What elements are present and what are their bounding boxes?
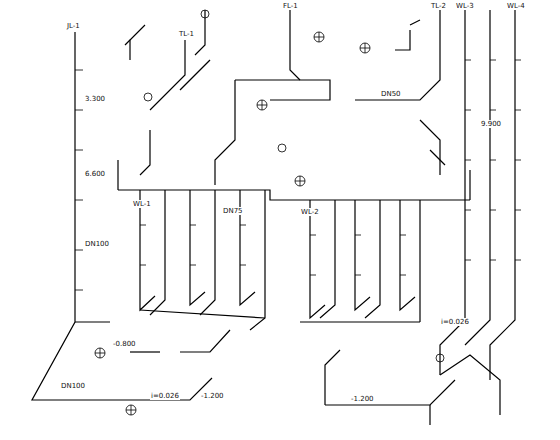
pipe-label: WL-4 xyxy=(506,2,526,10)
pipe-label: WL-2 xyxy=(300,208,320,216)
pipe-label: -1.200 xyxy=(350,395,375,403)
pipe-label: DN50 xyxy=(380,90,402,98)
pipe-label: DN100 xyxy=(60,382,86,390)
pipe-label: 6.600 xyxy=(84,170,106,178)
pipe-label: -1.200 xyxy=(200,392,225,400)
pipe-label: DN100 xyxy=(84,240,110,248)
pipe-label: TL-1 xyxy=(178,30,195,38)
pipe-label: -0.800 xyxy=(112,340,137,348)
pipe-label: TL-2 xyxy=(430,2,447,10)
pipe-label: 3.300 xyxy=(84,95,106,103)
pipe-label: WL-3 xyxy=(455,2,475,10)
cleanout-symbols xyxy=(95,10,444,415)
fixture-ticks xyxy=(75,60,521,290)
pipe-label: DN75 xyxy=(222,207,244,215)
pipe-label: WL-1 xyxy=(132,200,152,208)
pipe-lines xyxy=(32,10,515,425)
pipe-label: i=0.026 xyxy=(150,392,180,400)
pipe-label: FL-1 xyxy=(282,2,299,10)
pipe-label: 9.900 xyxy=(480,120,502,128)
pipe-label: i=0.026 xyxy=(440,318,470,326)
pipe-label: JL-1 xyxy=(66,22,81,30)
